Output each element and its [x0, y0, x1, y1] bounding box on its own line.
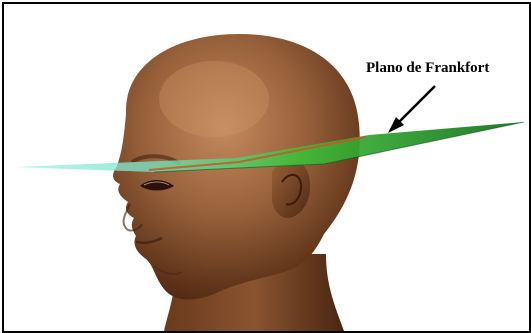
frankfort-plane-illustration — [4, 4, 529, 331]
frankfort-plane-label: Plano de Frankfort — [366, 60, 489, 77]
arrow-icon — [388, 86, 435, 133]
